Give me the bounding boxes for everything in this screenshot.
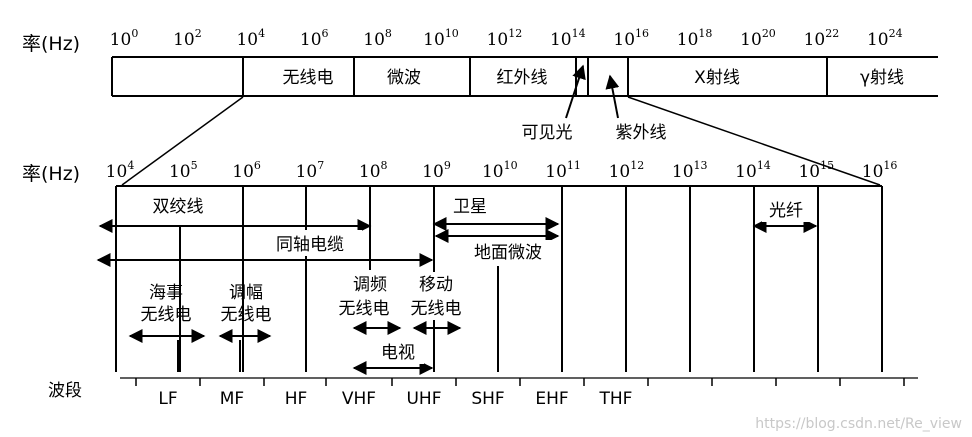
- top-tick-label: 106: [300, 27, 329, 50]
- bottom-tick-label: 1013: [672, 159, 708, 182]
- label-tv: 电视: [381, 343, 415, 363]
- band-row-ticks: [135, 378, 905, 386]
- bottom-tick-label: 105: [169, 159, 198, 182]
- top-axis-label: 率(Hz): [22, 33, 80, 55]
- label-fm-line1: 调频: [353, 275, 387, 295]
- top-tick-label: 100: [110, 27, 139, 50]
- band-name-mf: MF: [220, 389, 244, 409]
- band-name-shf: SHF: [471, 389, 504, 409]
- top-tick-label: 1022: [804, 27, 840, 50]
- band-name-uhf: UHF: [406, 389, 441, 409]
- bottom-tick-label: 108: [359, 159, 388, 182]
- bottom-tick-label: 1015: [798, 159, 834, 182]
- callout-visible-light: 可见光: [522, 123, 573, 143]
- label-mobile-line2: 无线电: [411, 299, 462, 319]
- zoom-line-left: [121, 96, 244, 186]
- top-spectrum-bar: [111, 56, 938, 97]
- top-tick-label: 108: [363, 27, 392, 50]
- top-tick-label: 1014: [550, 27, 586, 50]
- bottom-tick-label: 106: [232, 159, 261, 182]
- band-name-hf: HF: [285, 389, 308, 409]
- band-row-label: 波段: [48, 381, 82, 401]
- top-tick-label: 1018: [677, 27, 713, 50]
- bottom-tick-label: 1011: [545, 159, 581, 182]
- bottom-tick-label: 107: [296, 159, 325, 182]
- band-name-lf: LF: [158, 389, 177, 409]
- bottom-axis-label: 率(Hz): [22, 163, 80, 185]
- band-infrared: 红外线: [497, 68, 548, 88]
- top-frequency-ticks: 100 102 104 106 108 1010 1012 1014 1016 1018 1020 1…: [110, 27, 903, 50]
- label-coax: 同轴电缆: [276, 235, 344, 255]
- label-am-line1: 调幅: [229, 283, 263, 303]
- band-row-names: LF MF HF VHF UHF SHF EHF THF: [158, 389, 632, 409]
- top-tick-label: 104: [236, 27, 265, 50]
- band-microwave: 微波: [387, 68, 421, 88]
- bottom-tick-label: 1010: [482, 159, 518, 182]
- label-am-line2: 无线电: [221, 305, 272, 325]
- top-tick-label: 102: [173, 27, 202, 50]
- top-tick-label: 1010: [423, 27, 459, 50]
- top-tick-label: 1012: [487, 27, 523, 50]
- watermark: https://blog.csdn.net/Re_view: [755, 416, 962, 432]
- bottom-frequency-ticks: 104 105 106 107 108 109 1010 1011 1012 1013 1014 10…: [106, 159, 898, 182]
- top-tick-label: 1024: [867, 27, 903, 50]
- band-name-thf: THF: [599, 389, 633, 409]
- bottom-tick-label: 104: [106, 159, 135, 182]
- visible-light-arrow: [565, 64, 586, 119]
- band-gamma: γ射线: [860, 68, 904, 88]
- band-name-ehf: EHF: [535, 389, 568, 409]
- callout-ultraviolet: 紫外线: [616, 123, 667, 143]
- label-mobile-line1: 移动: [419, 275, 453, 295]
- band-xray: X射线: [694, 68, 740, 88]
- label-terrestrial-microwave: 地面微波: [474, 243, 542, 263]
- band-radio: 无线电: [283, 68, 334, 88]
- bottom-tick-label: 109: [422, 159, 451, 182]
- bottom-tick-label: 1012: [609, 159, 645, 182]
- label-satellite: 卫星: [453, 197, 487, 217]
- ultraviolet-arrow: [605, 74, 620, 119]
- label-maritime-line2: 无线电: [141, 305, 192, 325]
- bottom-tick-label: 1016: [862, 159, 898, 182]
- label-maritime-line1: 海事: [149, 283, 183, 303]
- bottom-tick-label: 1014: [735, 159, 771, 182]
- zoom-line-right: [627, 96, 881, 186]
- band-name-vhf: VHF: [342, 389, 376, 409]
- label-fiber: 光纤: [769, 201, 803, 221]
- label-fm-line2: 无线电: [339, 299, 390, 319]
- label-twisted-pair: 双绞线: [153, 197, 204, 217]
- top-tick-label: 1020: [740, 27, 776, 50]
- top-tick-label: 1016: [613, 27, 649, 50]
